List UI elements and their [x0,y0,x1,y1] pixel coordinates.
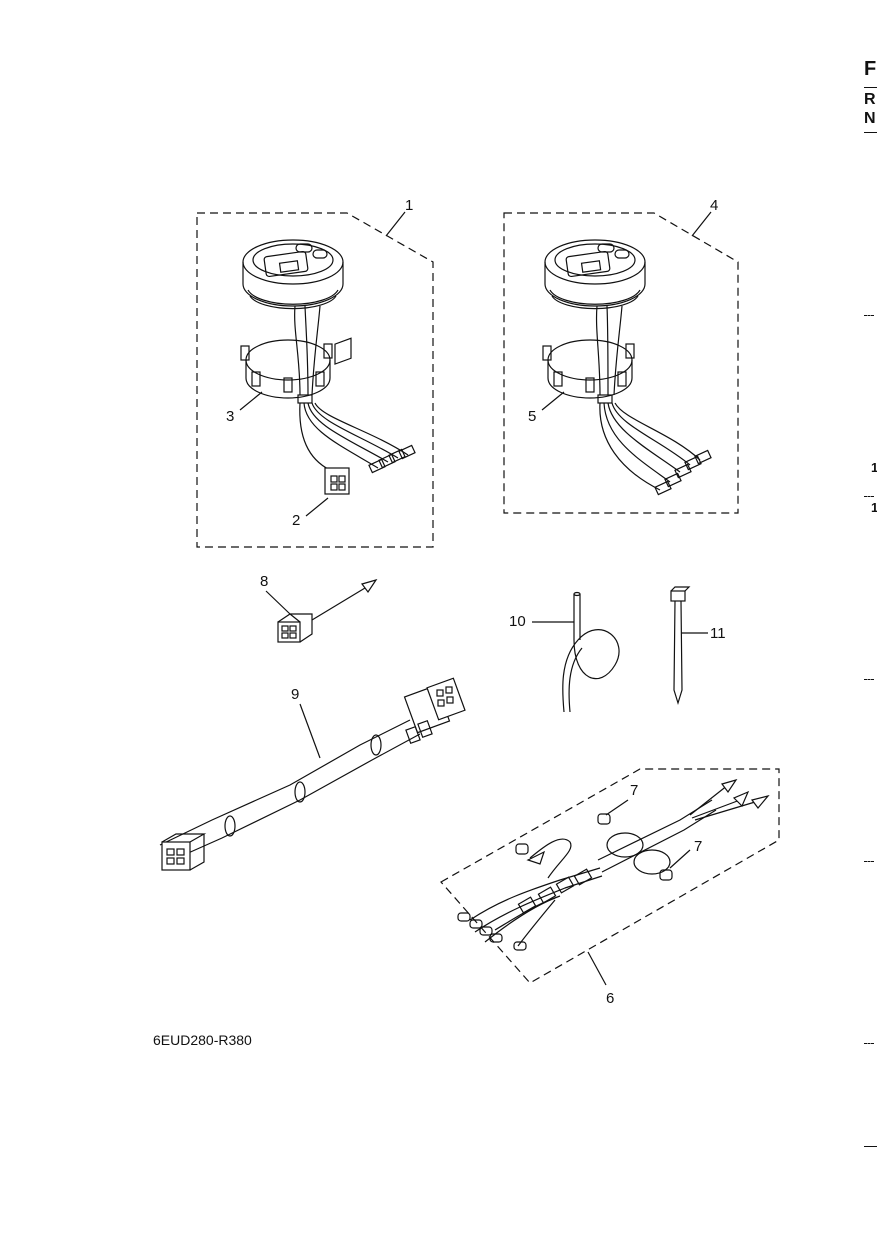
callout-7-upper: 7 [630,782,639,799]
page-code: 6EUD280-R380 [153,1032,252,1048]
edge-tick [864,679,874,680]
callout-3: 3 [226,408,235,425]
callout-6: 6 [606,990,615,1007]
callout-8: 8 [260,573,269,590]
cable-tie-11-drawing [670,586,691,706]
connector-8-drawing [277,578,378,643]
callout-5: 5 [528,408,537,425]
edge-tick [864,1043,874,1044]
callout-7-lower: 7 [694,838,703,855]
edge-rule [864,1146,877,1147]
harness-9-drawing [159,677,466,871]
edge-tick [864,496,874,497]
harness-6-drawing [457,778,770,951]
kit-6-outline [440,768,780,984]
edge-letter-r: R [864,91,876,108]
gauge-1-drawing [240,239,416,495]
edge-letter-n: N [864,110,876,127]
gauge-4-drawing [542,239,712,496]
callout-1: 1 [405,197,414,214]
callout-10: 10 [509,613,526,630]
edge-letter-f: F [864,58,877,80]
kit-4-outline [503,212,739,514]
edge-rule [864,132,877,133]
kit-1-outline [196,212,434,548]
edge-tick [864,315,874,316]
callout-2: 2 [292,512,301,529]
callout-9: 9 [291,686,300,703]
callout-11: 11 [710,625,726,642]
callout-4: 4 [710,197,719,214]
tube-10-drawing [562,591,620,713]
edge-digit-1: 1 [871,500,877,515]
edge-rule [864,87,877,88]
edge-tick [864,861,874,862]
edge-digit-1: 1 [871,460,877,475]
